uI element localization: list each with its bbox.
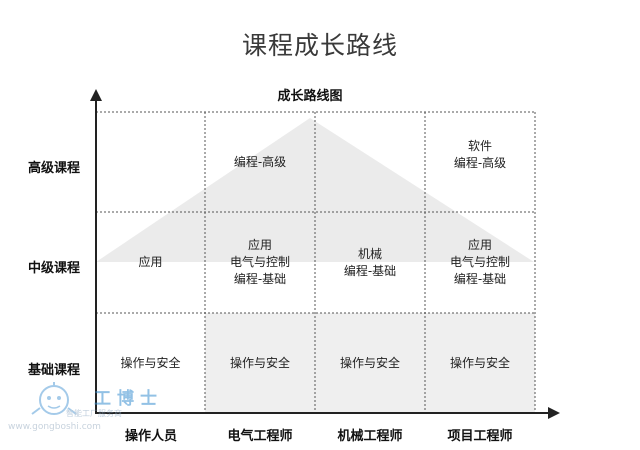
cell-line: 操作与安全 (449, 355, 510, 370)
cell-intermediate-mechanical: 机械编程-基础 (315, 212, 425, 313)
cell-intermediate-electrical: 应用电气与控制编程-基础 (205, 212, 315, 313)
cell-line: 编程-基础 (343, 263, 397, 278)
cell-advanced-project: 软件编程-高级 (425, 112, 535, 198)
cell-basic-electrical: 操作与安全 (205, 313, 315, 413)
cell-intermediate-operator: 应用 (96, 212, 205, 313)
watermark-tagline: 智能工厂服务商 (66, 409, 122, 418)
cell-line: 应用 (467, 238, 492, 252)
watermark-url: www.gongboshi.com (8, 422, 101, 432)
cell-line: 编程-基础 (453, 272, 507, 286)
row-label-advanced: 高级课程 (27, 161, 80, 176)
col-label-operator: 操作人员 (124, 429, 177, 444)
cell-basic-project: 操作与安全 (425, 313, 535, 413)
cell-line: 编程-基础 (233, 272, 287, 286)
robot-mascot-icon (31, 382, 77, 415)
cell-line: 电气与控制 (449, 255, 510, 269)
cell-line: 操作与安全 (229, 355, 290, 370)
cell-advanced-electrical: 编程-高级 (205, 112, 315, 212)
cell-line: 操作与安全 (339, 355, 400, 370)
axes (95, 95, 552, 414)
y-axis-arrow (90, 89, 102, 101)
cell-line: 应用 (138, 255, 163, 269)
col-label-electrical: 电气工程师 (227, 429, 293, 444)
cell-line: 操作与安全 (120, 355, 181, 370)
page-title: 课程成长路线 (241, 31, 398, 60)
shaded-cell-proj (425, 313, 535, 413)
shaded-cell-elec (205, 313, 315, 413)
cell-basic-operator: 操作与安全 (96, 313, 205, 413)
cell-line: 应用 (247, 238, 272, 252)
x-axis-arrow (548, 407, 560, 419)
col-label-project: 项目工程师 (447, 429, 513, 444)
watermark-brand: 工博士 (94, 389, 163, 409)
grid-lines (96, 111, 536, 413)
watermark: 工博士 智能工厂服务商 www.gongboshi.com (8, 378, 188, 438)
cell-intermediate-project: 应用电气与控制编程-基础 (425, 212, 535, 313)
cell-line: 机械 (357, 246, 382, 261)
row-label-intermediate: 中级课程 (27, 261, 80, 276)
cell-line: 编程-高级 (453, 156, 507, 170)
row-label-basic: 基础课程 (27, 363, 80, 378)
diagram-title: 成长路线图 (277, 89, 343, 104)
cell-advanced-operator (96, 112, 205, 212)
cell-line: 编程-高级 (233, 154, 287, 169)
col-label-mechanical: 机械工程师 (337, 429, 403, 444)
cell-basic-mechanical: 操作与安全 (315, 313, 425, 413)
cell-advanced-mechanical (315, 112, 425, 212)
cell-line: 软件 (467, 139, 492, 153)
shaded-cell-mech (315, 313, 425, 413)
cell-line: 电气与控制 (229, 255, 290, 269)
